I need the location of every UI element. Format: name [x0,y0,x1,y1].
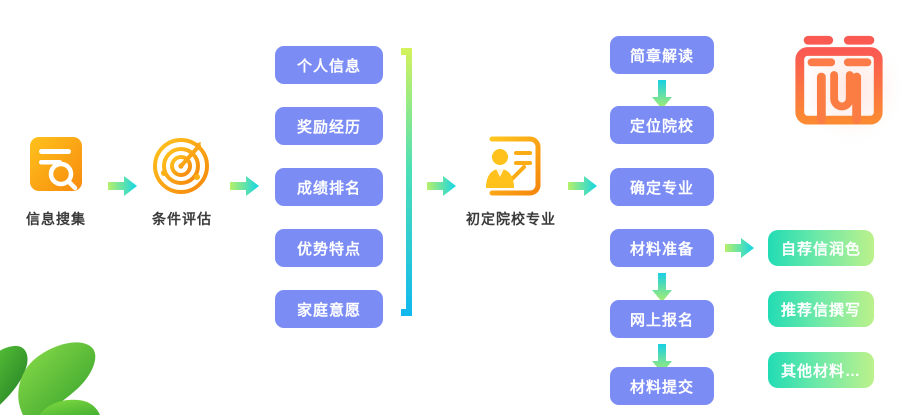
app-step-box[interactable]: 简章解读 [610,36,714,74]
document-search-icon [23,133,89,199]
material-item-box[interactable]: 自荐信润色 [768,230,874,266]
stage-condition-eval[interactable]: 条件评估 [140,133,224,229]
arrow-right-icon [427,175,457,197]
stage-label: 信息搜集 [26,211,86,227]
app-step-label: 定位院校 [629,117,694,135]
app-step-label: 材料准备 [629,240,694,258]
arrow-right-icon [568,175,598,197]
arrow-right-icon [108,175,138,197]
app-step-box[interactable]: 材料提交 [610,367,714,405]
arrow-right-icon [230,175,260,197]
stage-label: 初定院校专业 [466,211,556,227]
material-item-label: 推荐信撰写 [780,301,861,319]
app-step-label: 材料提交 [629,378,694,396]
app-step-label: 网上报名 [629,311,694,329]
group-bracket [400,46,418,318]
target-radar-icon [149,133,215,199]
app-step-box[interactable]: 确定专业 [610,168,714,206]
brand-logo-mark [790,28,888,126]
eval-item-box[interactable]: 成绩排名 [275,168,383,206]
material-item-box[interactable]: 推荐信撰写 [768,291,874,327]
arrow-down-icon [651,80,673,110]
app-step-label: 简章解读 [629,47,694,65]
plant-leaf-decoration [0,292,140,415]
material-item-box[interactable]: 其他材料… [768,352,874,388]
app-step-box[interactable]: 网上报名 [610,300,714,338]
app-step-label: 确定专业 [629,179,694,197]
eval-item-box[interactable]: 个人信息 [275,46,383,84]
app-step-box[interactable]: 材料准备 [610,229,714,267]
eval-item-box[interactable]: 奖励经历 [275,107,383,145]
resume-person-icon [478,133,544,199]
eval-item-label: 优势特点 [296,240,361,258]
arrow-right-icon [725,237,755,259]
app-step-box[interactable]: 定位院校 [610,106,714,144]
stage-school-major[interactable]: 初定院校专业 [458,133,564,229]
eval-item-label: 家庭意愿 [296,301,361,319]
eval-item-label: 奖励经历 [296,118,361,136]
stage-info-collect[interactable]: 信息搜集 [14,133,98,229]
material-item-label: 其他材料… [780,362,861,380]
material-item-label: 自荐信润色 [780,240,861,258]
eval-item-box[interactable]: 优势特点 [275,229,383,267]
arrow-down-icon [651,344,673,374]
stage-label: 条件评估 [152,211,212,227]
arrow-down-icon [651,273,673,303]
eval-item-label: 个人信息 [296,57,361,75]
eval-item-box[interactable]: 家庭意愿 [275,290,383,328]
eval-item-label: 成绩排名 [296,179,361,197]
